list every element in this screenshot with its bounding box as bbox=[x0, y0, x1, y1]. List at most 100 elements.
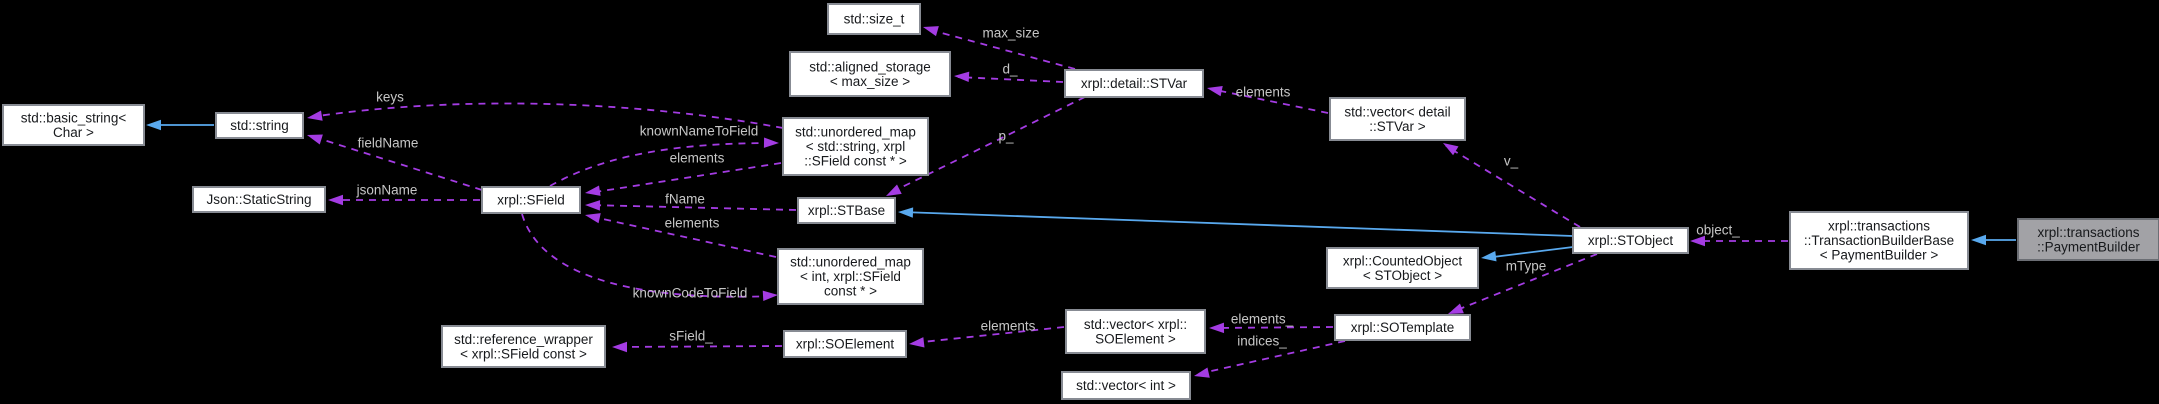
edge-usage-p-arrowhead-icon bbox=[886, 184, 902, 196]
edge-usage-fieldname-arrowhead-icon bbox=[307, 134, 323, 145]
node-std-reference-wrapper-sfield[interactable]: std::reference_wrapper< xrpl::SField con… bbox=[441, 325, 606, 368]
node-json-static-string[interactable]: Json::StaticString bbox=[192, 186, 326, 213]
edge-usage-keys-label: keys bbox=[376, 90, 404, 105]
edge-usage-knowncodetofield-label: knownCodeToField bbox=[633, 286, 748, 301]
edge-usage-elements-vecsoel-soelement-label: elements bbox=[981, 319, 1036, 334]
edge-usage-d-line bbox=[957, 76, 1064, 83]
edge-usage-sfield-member-arrowhead-icon bbox=[612, 341, 627, 353]
edge-usage-elements-sotemplate-vec: elements_ bbox=[1209, 312, 1334, 334]
edge-usage-v-line bbox=[1445, 145, 1581, 228]
node-xrpl-transactions-transactionbuilderbase-label-line-0: xrpl::transactions bbox=[1828, 219, 1930, 234]
edge-usage-knownnametofield: knownNameToField bbox=[549, 124, 779, 187]
edge-usage-elements-vecstvar-stvar-line bbox=[1210, 88, 1329, 114]
edge-usage-mtype-arrowhead-icon bbox=[1448, 303, 1464, 314]
edge-usage-maxsize-label: max_size bbox=[982, 26, 1039, 41]
node-xrpl-sfield-label-line-0: xrpl::SField bbox=[497, 193, 565, 208]
node-std-string[interactable]: std::string bbox=[215, 112, 304, 139]
node-xrpl-countedobject-stobject-label-line-1: < STObject > bbox=[1363, 268, 1442, 283]
node-std-vector-detail-stvar-label-line-1: ::STVar > bbox=[1369, 119, 1426, 134]
edge-usage-keys-line bbox=[310, 102, 784, 129]
edge-usage-d-label: d_ bbox=[1002, 62, 1018, 77]
node-xrpl-stbase-label-line-0: xrpl::STBase bbox=[808, 203, 885, 218]
edge-usage-elements-codemap-sfield-line bbox=[588, 215, 777, 258]
node-std-basic-string-char-label-line-0: std::basic_string< bbox=[21, 110, 127, 125]
node-std-unordered-map-string-sfield-label-line-0: std::unordered_map bbox=[795, 125, 916, 140]
edge-inherit-paymentbuilder-builderbase bbox=[1971, 234, 2016, 246]
edge-usage-elements-codemap-sfield-label: elements bbox=[665, 216, 720, 231]
edge-usage-indices-arrowhead-icon bbox=[1194, 367, 1210, 378]
edge-usage-keys: keys bbox=[307, 90, 784, 129]
node-xrpl-soelement[interactable]: xrpl::SOElement bbox=[783, 330, 907, 358]
edge-usage-elements-vecstvar-stvar: elements bbox=[1207, 85, 1329, 114]
node-std-vector-int[interactable]: std::vector< int > bbox=[1061, 371, 1191, 400]
edge-usage-elements-vecsoel-soelement-arrowhead-icon bbox=[909, 337, 925, 348]
edge-inherit-stobject-countedobject-arrowhead-icon bbox=[1481, 251, 1497, 262]
node-xrpl-transactions-paymentbuilder-label-line-1: ::PaymentBuilder bbox=[2037, 239, 2140, 254]
edge-usage-v: v_ bbox=[1443, 143, 1581, 228]
edge-usage-knownnametofield-arrowhead-icon bbox=[763, 137, 779, 148]
node-std-reference-wrapper-sfield-label-line-0: std::reference_wrapper bbox=[454, 332, 593, 347]
node-std-string-label-line-0: std::string bbox=[230, 118, 289, 133]
node-xrpl-transactions-transactionbuilderbase-label-line-1: ::TransactionBuilderBase bbox=[1804, 233, 1954, 248]
edge-usage-fieldname-line bbox=[310, 135, 483, 191]
node-std-vector-detail-stvar[interactable]: std::vector< detail::STVar > bbox=[1329, 97, 1466, 141]
edge-usage-fieldname-label: fieldName bbox=[358, 136, 419, 151]
node-std-size-t[interactable]: std::size_t bbox=[827, 3, 921, 35]
edge-usage-maxsize: max_size bbox=[923, 26, 1076, 70]
node-json-static-string-label-line-0: Json::StaticString bbox=[206, 192, 311, 207]
node-std-vector-xrpl-soelement[interactable]: std::vector< xrpl::SOElement > bbox=[1065, 309, 1206, 354]
node-xrpl-transactions-transactionbuilderbase-label-line-2: < PaymentBuilder > bbox=[1820, 248, 1939, 263]
edge-usage-mtype: mType bbox=[1448, 253, 1598, 314]
edge-inherit-stobject-countedobject-line bbox=[1484, 246, 1574, 259]
edge-usage-elements-vecstvar-stvar-arrowhead-icon bbox=[1207, 86, 1223, 97]
node-std-reference-wrapper-sfield-label-line-1: < xrpl::SField const > bbox=[460, 346, 587, 361]
edge-usage-elements-codemap-sfield-arrowhead-icon bbox=[585, 213, 601, 224]
edge-usage-sfield-member-label: sField_ bbox=[669, 329, 713, 344]
node-std-vector-detail-stvar-label-line-0: std::vector< detail bbox=[1344, 104, 1450, 119]
edge-inherit-stobject-countedobject bbox=[1481, 246, 1574, 262]
node-std-unordered-map-string-sfield-label-line-2: ::SField const * > bbox=[804, 154, 907, 169]
node-std-unordered-map-string-sfield-label-line-1: < std::string, xrpl bbox=[806, 139, 905, 154]
edge-usage-fieldname: fieldName bbox=[307, 134, 483, 191]
node-std-vector-int-label-line-0: std::vector< int > bbox=[1076, 378, 1176, 393]
edge-usage-elements-codemap-sfield: elements bbox=[585, 213, 777, 258]
node-std-unordered-map-int-sfield-label-line-0: std::unordered_map bbox=[790, 255, 911, 270]
edge-usage-p-line bbox=[889, 96, 1086, 194]
node-std-basic-string-char[interactable]: std::basic_string<Char > bbox=[2, 104, 145, 146]
edge-usage-elements-namemap-sfield: elements bbox=[585, 151, 782, 196]
node-xrpl-countedobject-stobject-label-line-0: xrpl::CountedObject bbox=[1343, 253, 1463, 268]
edge-inherit-stdstring-basicstring bbox=[146, 119, 214, 131]
edge-inherit-stdstring-basicstring-arrowhead-icon bbox=[146, 119, 161, 131]
node-std-unordered-map-int-sfield-label-line-1: < int, xrpl::SField bbox=[800, 269, 901, 284]
edge-usage-elements-namemap-sfield-label: elements bbox=[670, 151, 725, 166]
node-std-unordered-map-string-sfield[interactable]: std::unordered_map< std::string, xrpl::S… bbox=[782, 117, 929, 176]
node-xrpl-soelement-label-line-0: xrpl::SOElement bbox=[796, 337, 895, 352]
node-std-aligned-storage[interactable]: std::aligned_storage< max_size > bbox=[789, 51, 951, 97]
edge-inherit-stobject-stbase bbox=[898, 207, 1574, 237]
node-xrpl-transactions-paymentbuilder[interactable]: xrpl::transactions::PaymentBuilder bbox=[2017, 218, 2159, 261]
node-std-aligned-storage-label-line-0: std::aligned_storage bbox=[809, 59, 931, 74]
node-xrpl-sfield[interactable]: xrpl::SField bbox=[481, 186, 581, 214]
node-xrpl-transactions-transactionbuilderbase[interactable]: xrpl::transactions::TransactionBuilderBa… bbox=[1789, 211, 1969, 270]
node-std-unordered-map-int-sfield[interactable]: std::unordered_map< int, xrpl::SFieldcon… bbox=[777, 248, 924, 305]
edge-usage-knownnametofield-label: knownNameToField bbox=[640, 124, 759, 139]
edge-usage-jsonname: jsonName bbox=[328, 183, 480, 206]
node-xrpl-stobject[interactable]: xrpl::STObject bbox=[1572, 227, 1689, 254]
node-xrpl-detail-stvar[interactable]: xrpl::detail::STVar bbox=[1064, 69, 1204, 98]
edge-usage-elements-sotemplate-vec-label: elements_ bbox=[1231, 312, 1294, 327]
edge-usage-v-arrowhead-icon bbox=[1443, 143, 1459, 156]
edge-usage-knownnametofield-line bbox=[549, 142, 776, 187]
edge-usage-elements-sotemplate-vec-arrowhead-icon bbox=[1209, 322, 1225, 334]
edge-usage-object-arrowhead-icon bbox=[1690, 235, 1705, 247]
edge-usage-mtype-line bbox=[1451, 253, 1598, 313]
edge-usage-knowncodetofield-arrowhead-icon bbox=[762, 290, 778, 301]
edge-usage-knowncodetofield: knownCodeToField bbox=[521, 213, 778, 301]
edge-usage-fname-arrowhead-icon bbox=[585, 200, 601, 211]
edge-usage-d-arrowhead-icon bbox=[954, 71, 970, 83]
node-xrpl-stbase[interactable]: xrpl::STBase bbox=[797, 197, 896, 224]
node-std-vector-xrpl-soelement-label-line-1: SOElement > bbox=[1095, 331, 1176, 346]
edge-usage-v-label: v_ bbox=[1504, 154, 1519, 169]
node-xrpl-sotemplate[interactable]: xrpl::SOTemplate bbox=[1334, 314, 1471, 341]
node-xrpl-countedobject-stobject[interactable]: xrpl::CountedObject< STObject > bbox=[1326, 247, 1479, 289]
